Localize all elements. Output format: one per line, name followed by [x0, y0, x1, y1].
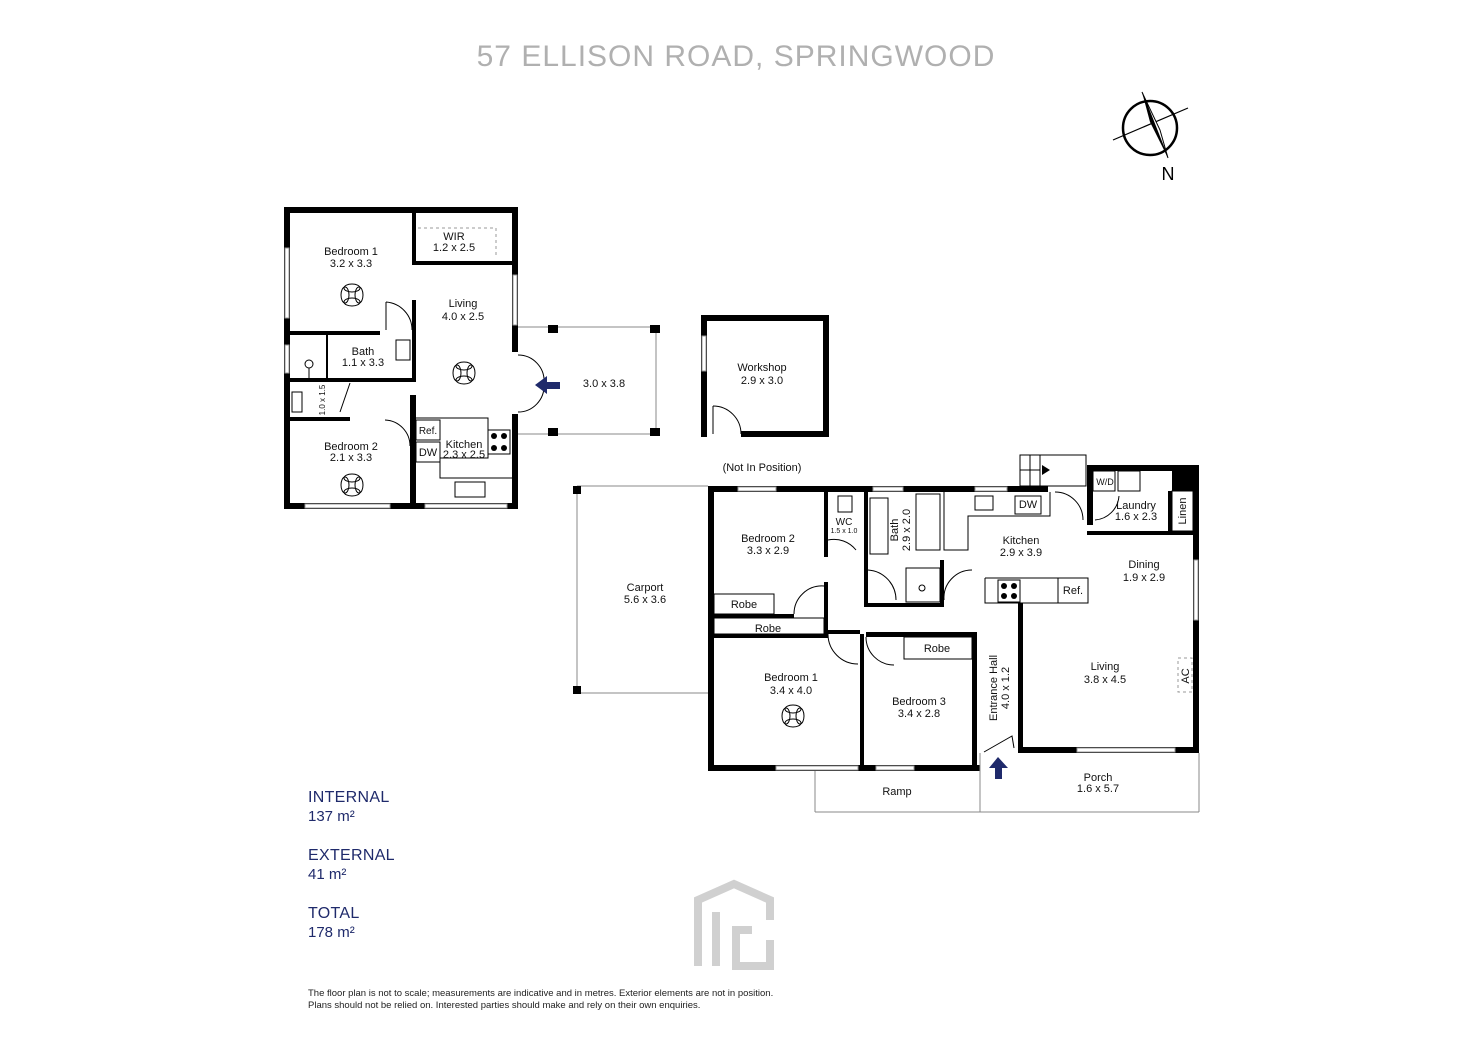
gf-bedroom1-name: Bedroom 1 [324, 246, 378, 258]
porch-ramp: Porch 1.6 x 5.7 Ramp [814, 753, 1200, 813]
mh-robe-bed2: Robe [731, 599, 757, 611]
mh-wc-name: WC [836, 517, 853, 528]
porch-name: Porch [1084, 772, 1113, 784]
mh-dw-label: DW [1019, 499, 1038, 511]
mh-living-dims: 3.8 x 4.5 [1084, 674, 1126, 686]
not-in-position-note: (Not In Position) [723, 462, 802, 474]
gf-living-dims: 4.0 x 2.5 [442, 311, 484, 323]
carport: Carport 5.6 x 3.6 [573, 485, 708, 694]
internal-label: INTERNAL [308, 789, 390, 806]
gf-bath-dims: 1.1 x 3.3 [342, 357, 384, 369]
page-title: 57 ELLISON ROAD, SPRINGWOOD [476, 40, 996, 73]
gf-bedroom2-name: Bedroom 2 [324, 441, 378, 453]
external-value: 41 m² [308, 866, 347, 883]
mh-ac-label: AC [1180, 668, 1192, 683]
carport-name: Carport [627, 582, 664, 594]
agency-logo-icon [694, 879, 774, 970]
mh-wd-label: W/D [1096, 477, 1114, 487]
mh-wc-dims: 1.5 x 1.0 [831, 528, 858, 535]
compass-label: N [1162, 164, 1175, 184]
mh-linen-label: Linen [1177, 498, 1189, 525]
total-value: 178 m² [308, 924, 355, 941]
mh-robe-bed3: Robe [924, 643, 950, 655]
carport-dims: 5.6 x 3.6 [624, 594, 666, 606]
disclaimer-line1: The floor plan is not to scale; measurem… [308, 988, 774, 999]
gf-wc-dims: 1.0 x 1.5 [318, 384, 327, 415]
mh-entrance-name: Entrance Hall [988, 655, 1000, 721]
mh-entrance-dims: 4.0 x 1.2 [1000, 667, 1012, 709]
mh-kitchen-name: Kitchen [1003, 535, 1040, 547]
gf-bedroom1-dims: 3.2 x 3.3 [330, 258, 372, 270]
mh-bedroom2-dims: 3.3 x 2.9 [747, 545, 789, 557]
mh-bedroom2-name: Bedroom 2 [741, 533, 795, 545]
gf-kitchen-dims: 2.3 x 2.5 [443, 449, 485, 461]
stairs-icon [1019, 454, 1087, 487]
mh-laundry-dims: 1.6 x 2.3 [1115, 511, 1157, 523]
ceiling-fan-icon [781, 704, 805, 728]
gf-patio-dims: 3.0 x 3.8 [583, 378, 625, 390]
mh-ref-label: Ref. [1063, 585, 1083, 597]
mh-dining-dims: 1.9 x 2.9 [1123, 572, 1165, 584]
compass: N [1112, 91, 1189, 184]
workshop: Workshop 2.9 x 3.0 [701, 315, 829, 437]
workshop-name: Workshop [737, 362, 786, 374]
gf-wir-dims: 1.2 x 2.5 [433, 242, 475, 254]
gf-bedroom2-dims: 2.1 x 3.3 [330, 452, 372, 464]
mh-entry-arrow-icon [989, 757, 1008, 779]
external-label: EXTERNAL [308, 847, 395, 864]
ceiling-fan-icon [340, 283, 364, 307]
mh-robe-bed1: Robe [755, 623, 781, 635]
gf-living-name: Living [449, 298, 478, 310]
mh-bedroom3-name: Bedroom 3 [892, 696, 946, 708]
mh-bath-name: Bath [889, 519, 901, 542]
granny-flat: Bedroom 1 3.2 x 3.3 WIR 1.2 x 2.5 Living… [284, 207, 560, 509]
ramp-label: Ramp [882, 786, 911, 798]
gf-dw-label: DW [419, 447, 438, 459]
total-label: TOTAL [308, 905, 360, 922]
ceiling-fan-icon [452, 361, 476, 385]
disclaimer-line2: Plans should not be relied on. Intereste… [308, 1000, 701, 1011]
mh-laundry-name: Laundry [1116, 500, 1156, 512]
mh-bedroom1-dims: 3.4 x 4.0 [770, 685, 812, 697]
mh-bedroom1-name: Bedroom 1 [764, 672, 818, 684]
gf-bath-name: Bath [352, 346, 375, 358]
porch-dims: 1.6 x 5.7 [1077, 783, 1119, 795]
area-summary: INTERNAL 137 m² EXTERNAL 41 m² TOTAL 178… [308, 788, 395, 962]
gf-patio: 3.0 x 3.8 [518, 325, 660, 436]
mh-bedroom3-dims: 3.4 x 2.8 [898, 708, 940, 720]
disclaimer: The floor plan is not to scale; measurem… [308, 988, 928, 1012]
internal-value: 137 m² [308, 808, 355, 825]
mh-living-name: Living [1091, 661, 1120, 673]
gf-kitchen-name: Kitchen [446, 439, 483, 451]
compass-ring [1121, 99, 1179, 157]
main-house: Bedroom 2 3.3 x 2.9 WC 1.5 x 1.0 Bath 2.… [708, 454, 1199, 779]
gf-wir-name: WIR [443, 231, 464, 243]
mh-bath-dims: 2.9 x 2.0 [901, 509, 913, 551]
ceiling-fan-icon [340, 473, 364, 497]
mh-kitchen-dims: 2.9 x 3.9 [1000, 547, 1042, 559]
gf-ref-label: Ref. [419, 426, 437, 437]
workshop-dims: 2.9 x 3.0 [741, 375, 783, 387]
gf-entry-arrow-icon [535, 376, 560, 394]
mh-dining-name: Dining [1128, 559, 1159, 571]
